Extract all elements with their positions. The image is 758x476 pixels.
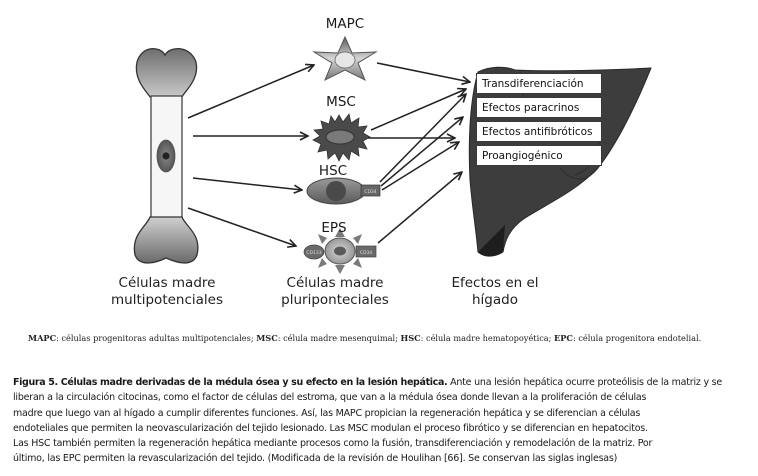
- figure-caption: Figura 5. Células madre derivadas de la …: [13, 375, 748, 467]
- cells-group-label: Células madre pluriponteciales: [265, 275, 405, 309]
- arrow-hsc-to-liver-2: [380, 117, 463, 187]
- effect-antifibrotic: Efectos antifibróticos: [476, 121, 602, 142]
- caption-line: liberan a la circulación citocinas, como…: [13, 392, 647, 404]
- arrow-bone-to-hsc: [192, 177, 302, 190]
- msc-cell-icon: [312, 113, 371, 162]
- abbr-term: MSC: [256, 333, 278, 343]
- svg-text:CD34: CD34: [364, 189, 376, 195]
- arrow-bone-to-eps: [187, 207, 296, 246]
- svg-text:CD133: CD133: [306, 250, 321, 256]
- arrow-mapc-to-liver: [376, 62, 470, 82]
- abbr-definition: : célula progenitora endotelial.: [572, 333, 702, 343]
- caption-title: Figura 5. Células madre derivadas de la …: [13, 377, 448, 388]
- hsc-cell-icon: CD34: [306, 177, 381, 205]
- abbr-term: HSC: [400, 333, 421, 343]
- bone-group-label-line-2: multipotenciales: [110, 292, 224, 308]
- bone-group-label-line-1: Células madre: [118, 275, 216, 291]
- arrow-hsc-to-liver-1: [379, 94, 466, 183]
- mapc-label: MAPC: [326, 16, 364, 32]
- cells-group-label-line-1: Células madre: [286, 275, 384, 291]
- msc-label: MSC: [326, 94, 356, 110]
- abbr-definition: : célula madre mesenquimal;: [277, 333, 401, 343]
- abbr-definition: : célula madre hematopoyética;: [420, 333, 555, 343]
- bone-group-label: Células madre multipotenciales: [102, 275, 232, 309]
- eps-cell-icon: CD133 CD34: [303, 228, 377, 274]
- liver-group-label-line-2: hígado: [472, 292, 518, 308]
- caption-line: Las HSC también permiten la regeneración…: [13, 438, 653, 450]
- bone-icon: [133, 48, 199, 264]
- effect-paracrine: Efectos paracrinos: [476, 97, 602, 118]
- caption-text: Ante una lesión hepática ocurre proteóli…: [447, 377, 723, 388]
- abbr-definition: : células progenitoras adultas multipote…: [56, 333, 257, 343]
- hsc-label: HSC: [319, 163, 347, 179]
- svg-text:CD34: CD34: [360, 250, 372, 256]
- cells-group-label-line-2: pluriponteciales: [281, 292, 389, 308]
- mapc-cell-icon: [312, 35, 378, 82]
- caption-line: último, las EPC permiten la revasculariz…: [13, 453, 618, 465]
- abbreviations-note: MAPC: células progenitoras adultas multi…: [28, 333, 758, 343]
- eps-label: EPS: [321, 220, 346, 236]
- figure-diagram: MAPC MSC CD34 HSC: [102, 16, 652, 309]
- cd34-marker: [360, 184, 381, 197]
- caption-line: Figura 5. Células madre derivadas de la …: [13, 375, 748, 390]
- effect-transdifferentiation: Transdiferenciación: [476, 73, 602, 94]
- abbr-term: EPC: [554, 333, 573, 343]
- arrow-msc-to-liver-1: [370, 89, 466, 131]
- arrow-bone-to-mapc: [187, 65, 314, 119]
- arrow-hsc-to-liver-3: [381, 142, 459, 191]
- cd34-marker: [355, 245, 377, 258]
- cd133-marker: [303, 244, 325, 260]
- caption-line: madre que luego van al hígado a cumplir …: [13, 407, 641, 419]
- effect-proangiogenic: Proangiogénico: [476, 145, 602, 166]
- caption-line: endoteliales que permiten la neovascular…: [13, 422, 648, 434]
- liver-group-label: Efectos en el hígado: [445, 275, 545, 309]
- arrow-eps-to-liver: [377, 172, 462, 244]
- liver-group-label-line-1: Efectos en el: [451, 275, 539, 291]
- diagram-canvas: MAPC MSC CD34 HSC: [133, 16, 652, 274]
- abbr-term: MAPC: [28, 333, 57, 343]
